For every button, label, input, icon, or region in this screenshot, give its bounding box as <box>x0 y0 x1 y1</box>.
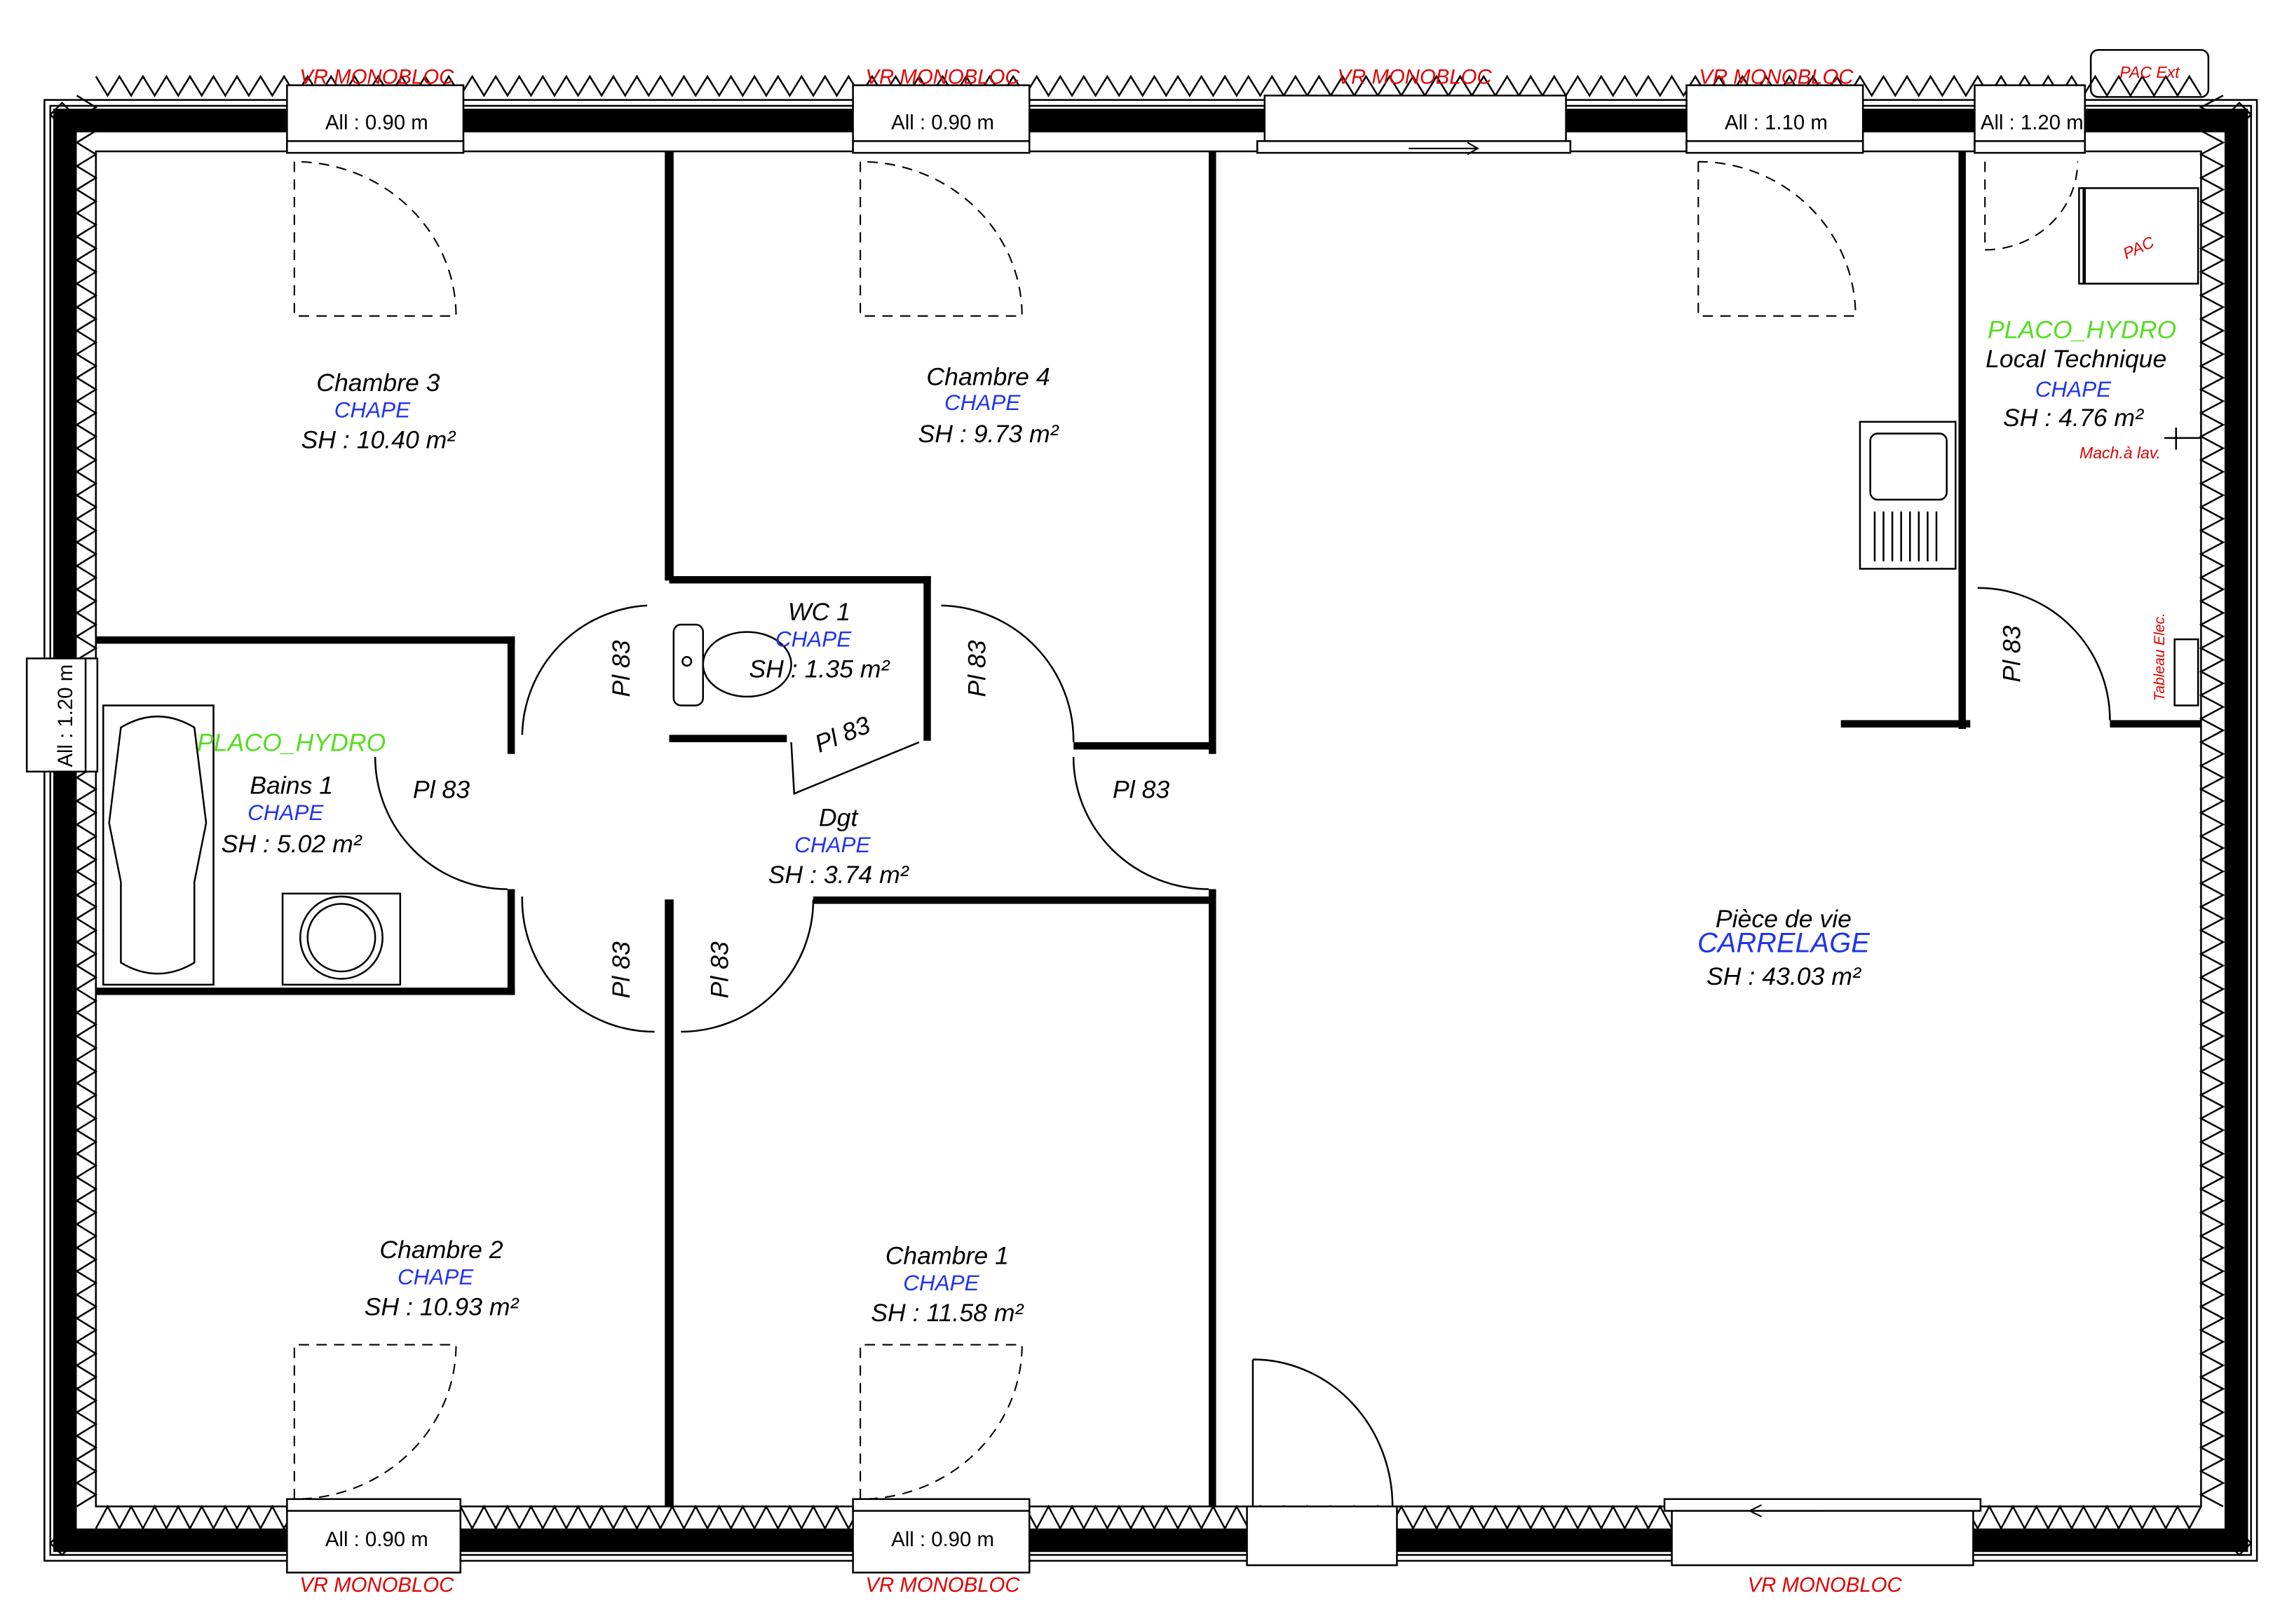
room-name: WC 1 <box>788 598 850 626</box>
sill-height-label: All : 1.10 m <box>1725 111 1828 135</box>
room-area: SH : 1.35 m² <box>749 655 890 683</box>
room-name: Pièce de vie <box>1716 905 1852 933</box>
window-type-label: VR MONOBLOC <box>299 66 454 89</box>
room-finish: CHAPE <box>903 1271 979 1295</box>
insulation-zigzag <box>2199 95 2225 1508</box>
sill-height-label: All : 0.90 m <box>891 111 994 135</box>
room-dgt: Dgt CHAPE SH : 3.74 m² <box>768 803 909 889</box>
window-type-label: VR MONOBLOC <box>1699 66 1854 89</box>
door-swings <box>293 161 2111 1507</box>
room-area: SH : 9.73 m² <box>918 420 1059 448</box>
room-area: SH : 3.74 m² <box>768 861 909 889</box>
room-area: SH : 10.40 m² <box>301 426 456 454</box>
door-label: Pl 83 <box>963 640 991 697</box>
sill-height-label: All : 0.90 m <box>325 1528 428 1551</box>
room-wc-1: WC 1 CHAPE SH : 1.35 m² <box>749 598 890 683</box>
kitchen-sink <box>1859 421 1957 570</box>
window-type-label: VR MONOBLOC <box>1338 66 1493 89</box>
door-label: Pl 83 <box>607 640 635 697</box>
pac-unit <box>2082 187 2199 285</box>
sill-height-label: All : 1.20 m <box>54 664 77 767</box>
room-name: Dgt <box>819 803 860 831</box>
wall-finish: PLACO_HYDRO <box>197 728 386 756</box>
pac-ext-label: PAC Ext <box>2119 63 2180 81</box>
sliding-window-arrows <box>1409 142 1824 1517</box>
washing-machine-label: Mach.à lav. <box>2079 444 2161 462</box>
room-finish: CHAPE <box>794 833 871 857</box>
wall-finish: PLACO_HYDRO <box>1988 315 2176 343</box>
window-labels: VR MONOBLOC All : 0.90 m VR MONOBLOC All… <box>54 66 2083 1597</box>
room-name: Chambre 3 <box>316 369 440 397</box>
window-type-label: VR MONOBLOC <box>865 1574 1020 1597</box>
door-label: Pl 83 <box>1113 776 1169 804</box>
door-label: Pl 83 <box>1998 625 2026 682</box>
room-finish: CHAPE <box>247 800 324 825</box>
room-name: Chambre 1 <box>885 1241 1009 1269</box>
door-label: Pl 83 <box>607 941 635 998</box>
bathtub-basin <box>108 716 208 975</box>
bathtub <box>102 704 215 986</box>
sill-height-label: All : 1.20 m <box>1981 111 2084 135</box>
room-chambre-1: Chambre 1 CHAPE SH : 11.58 m² <box>871 1241 1024 1327</box>
room-name: Bains 1 <box>250 771 333 799</box>
room-finish: CHAPE <box>944 390 1021 415</box>
pac-ext-unit <box>2089 49 2210 98</box>
room-finish: CHAPE <box>334 398 411 423</box>
door-label: Pl 83 <box>413 776 470 804</box>
window-type-label: VR MONOBLOC <box>1748 1574 1903 1597</box>
room-finish: CHAPE <box>2035 377 2112 402</box>
insulation-zigzag <box>75 95 98 1508</box>
interior-partitions <box>95 151 2201 1507</box>
room-local-technique: PLACO_HYDRO Local Technique CHAPE SH : 4… <box>1986 315 2176 432</box>
window-type-label: VR MONOBLOC <box>299 1574 454 1597</box>
room-chambre-3: Chambre 3 CHAPE SH : 10.40 m² <box>301 369 456 454</box>
electric-panel <box>2173 638 2199 707</box>
openings <box>25 84 2086 1574</box>
fixtures <box>102 49 2210 986</box>
washbasin <box>281 892 402 986</box>
door-labels: Pl 83 Pl 83 Pl 83 Pl 83 Pl 83 Pl 83 Pl 8… <box>413 625 2026 998</box>
room-area: SH : 43.03 m² <box>1706 962 1861 990</box>
room-name: Chambre 2 <box>379 1236 503 1264</box>
electric-panel-label: Tableau Elec. <box>2152 613 2168 701</box>
room-chambre-4: Chambre 4 CHAPE SH : 9.73 m² <box>918 362 1059 448</box>
room-area: SH : 5.02 m² <box>222 830 362 858</box>
sill-height-label: All : 0.90 m <box>325 111 428 135</box>
room-name: Chambre 4 <box>926 362 1050 390</box>
room-area: SH : 4.76 m² <box>2003 404 2144 432</box>
room-piece-de-vie: Pièce de vie CARRELAGE SH : 43.03 m² <box>1697 905 1870 990</box>
room-chambre-2: Chambre 2 CHAPE SH : 10.93 m² <box>365 1236 520 1321</box>
room-area: SH : 11.58 m² <box>871 1299 1024 1327</box>
sill-height-label: All : 0.90 m <box>891 1528 994 1551</box>
room-area: SH : 10.93 m² <box>365 1293 520 1321</box>
room-finish: CHAPE <box>398 1265 474 1290</box>
door-label: Pl 83 <box>705 941 733 998</box>
room-bains-1: PLACO_HYDRO Bains 1 CHAPE SH : 5.02 m² <box>197 728 386 858</box>
room-name: Local Technique <box>1986 345 2166 373</box>
equipment-labels: PAC Ext PAC Mach.à lav. Tableau Elec. <box>2079 63 2180 701</box>
window-type-label: VR MONOBLOC <box>865 66 1020 89</box>
room-finish: CHAPE <box>775 627 852 652</box>
room-finish: CARRELAGE <box>1697 928 1870 959</box>
